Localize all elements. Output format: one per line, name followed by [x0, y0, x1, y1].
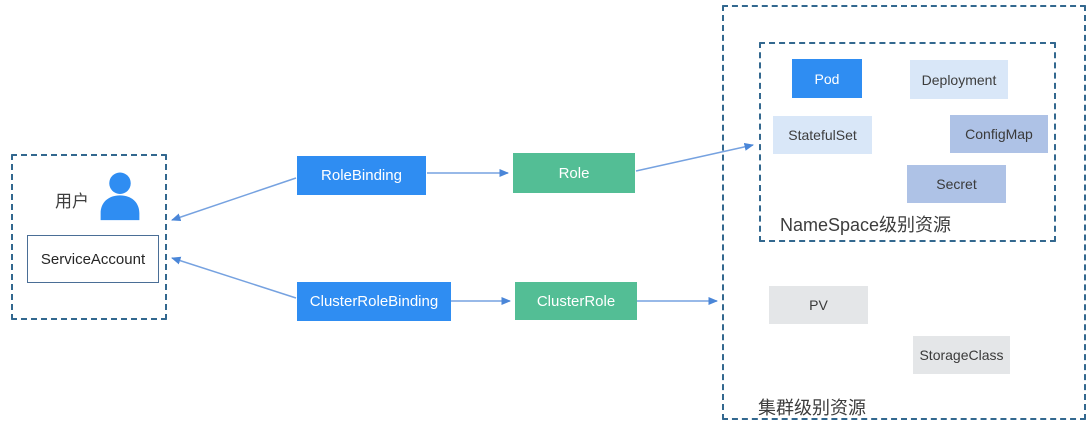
namespace-level-group-box [759, 42, 1056, 242]
role-binding-node: RoleBinding [297, 156, 426, 195]
user-group-box: 用户 ServiceAccount [11, 154, 167, 320]
cluster-level-group-box [722, 5, 1086, 420]
namespace-group-title: NameSpace级别资源 [780, 215, 952, 235]
deployment-node: Deployment [910, 60, 1008, 99]
pv-node: PV [769, 286, 868, 324]
user-label: 用户 [55, 192, 89, 211]
storage-class-node: StorageClass [913, 336, 1010, 374]
statefulset-node: StatefulSet [773, 116, 872, 154]
cluster-role-binding-node: ClusterRoleBinding [297, 282, 451, 321]
cluster-role-node: ClusterRole [515, 282, 637, 320]
pod-node: Pod [792, 59, 862, 98]
secret-node: Secret [907, 165, 1006, 203]
cluster-group-title: 集群级别资源 [758, 398, 866, 418]
arrow-rolebinding-to-user [171, 177, 297, 222]
arrow-clusterrolebinding-to-user [171, 256, 297, 299]
user-icon [100, 172, 140, 221]
role-node: Role [513, 153, 635, 193]
configmap-node: ConfigMap [950, 115, 1048, 153]
service-account-node: ServiceAccount [27, 235, 159, 283]
